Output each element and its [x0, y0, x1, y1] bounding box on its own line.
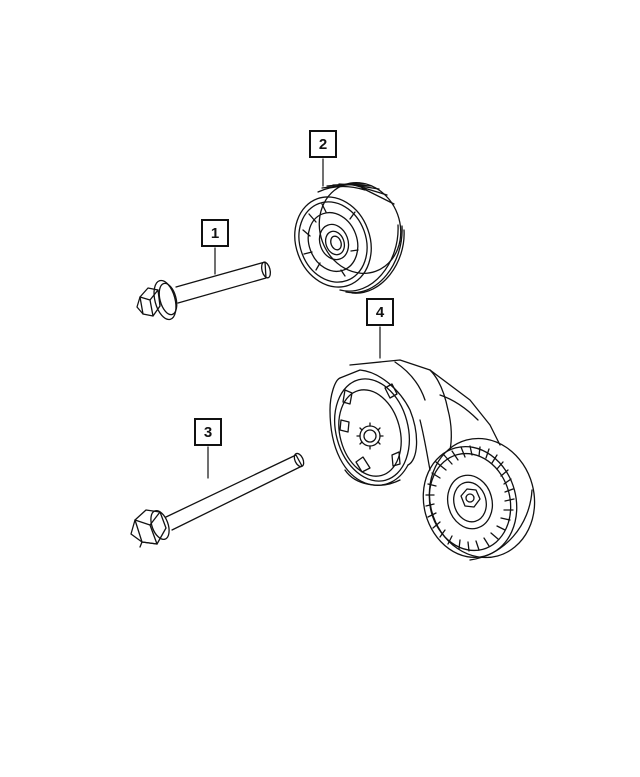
- part-3-hex-bolt: [130, 452, 305, 548]
- callout-2-label: 2: [318, 135, 328, 153]
- part-1-flange-bolt: [136, 261, 272, 321]
- callout-2: 2: [309, 130, 337, 158]
- callout-4-label: 4: [375, 303, 385, 321]
- callout-3: 3: [194, 418, 222, 446]
- callout-1-label: 1: [210, 224, 220, 242]
- callout-3-label: 3: [203, 423, 213, 441]
- part-4-belt-tensioner: [329, 359, 536, 561]
- part-2-idler-pulley: [294, 182, 405, 294]
- callout-1: 1: [201, 219, 229, 247]
- callout-4: 4: [366, 298, 394, 326]
- leader-lines: [207, 158, 381, 479]
